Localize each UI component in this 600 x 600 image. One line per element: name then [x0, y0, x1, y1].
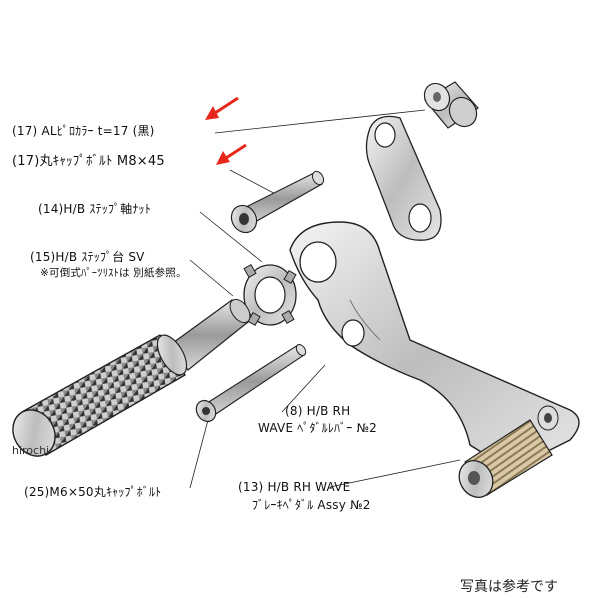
- pedal-lever: [289, 221, 580, 471]
- label-brake-pedal-2: ﾌﾞﾚｰｷﾍﾟﾀﾞﾙ Assy №2: [252, 498, 371, 512]
- label-pedal-lever-2: WAVE ﾍﾟﾀﾞﾙﾚﾊﾞｰ №2: [258, 421, 377, 435]
- collar-part: [423, 81, 479, 129]
- label-brake-pedal-1: (13) H/B RH WAVE: [238, 480, 351, 494]
- reference-note: 写真は参考です: [460, 579, 558, 595]
- bolt-m8x45: [230, 170, 325, 234]
- leader-l25: [189, 419, 209, 489]
- label-step-nut: (14)H/B ｽﾃｯﾌﾟ軸ﾅｯﾄ: [38, 202, 151, 216]
- red-arrows: [205, 96, 247, 165]
- leader-lines: [189, 109, 461, 489]
- leader-l17a: [214, 109, 426, 134]
- step-nut: [243, 263, 297, 327]
- watermark: hirochi: [12, 444, 50, 457]
- leader-l14: [199, 211, 263, 263]
- arrow-bottom: [216, 143, 247, 165]
- bolt-m6x50: [195, 344, 307, 423]
- leader-l15: [189, 259, 234, 297]
- leader-l8: [281, 364, 326, 413]
- label-step-note: ※可倒式ﾊﾟｰﾂﾘｽﾄは 別紙参照。: [40, 267, 187, 279]
- arrow-top: [205, 96, 239, 120]
- footpeg: [12, 334, 188, 457]
- brake-pedal-tip: [458, 405, 559, 498]
- leader-l13: [329, 459, 461, 488]
- upper-bracket: [365, 115, 442, 241]
- label-step-base: (15)H/B ｽﾃｯﾌﾟ台 SV: [30, 250, 145, 264]
- label-bolt-m6: (25)M6×50丸ｷｬｯﾌﾟﾎﾞﾙﾄ: [24, 485, 162, 499]
- label-collar: (17) ALﾋﾟﾛｶﾗｰ t=17 (黒): [12, 124, 155, 138]
- label-pedal-lever-1: (8) H/B RH: [285, 404, 351, 418]
- label-bolt-m8: (17)丸ｷｬｯﾌﾟﾎﾞﾙﾄ M8×45: [12, 154, 165, 169]
